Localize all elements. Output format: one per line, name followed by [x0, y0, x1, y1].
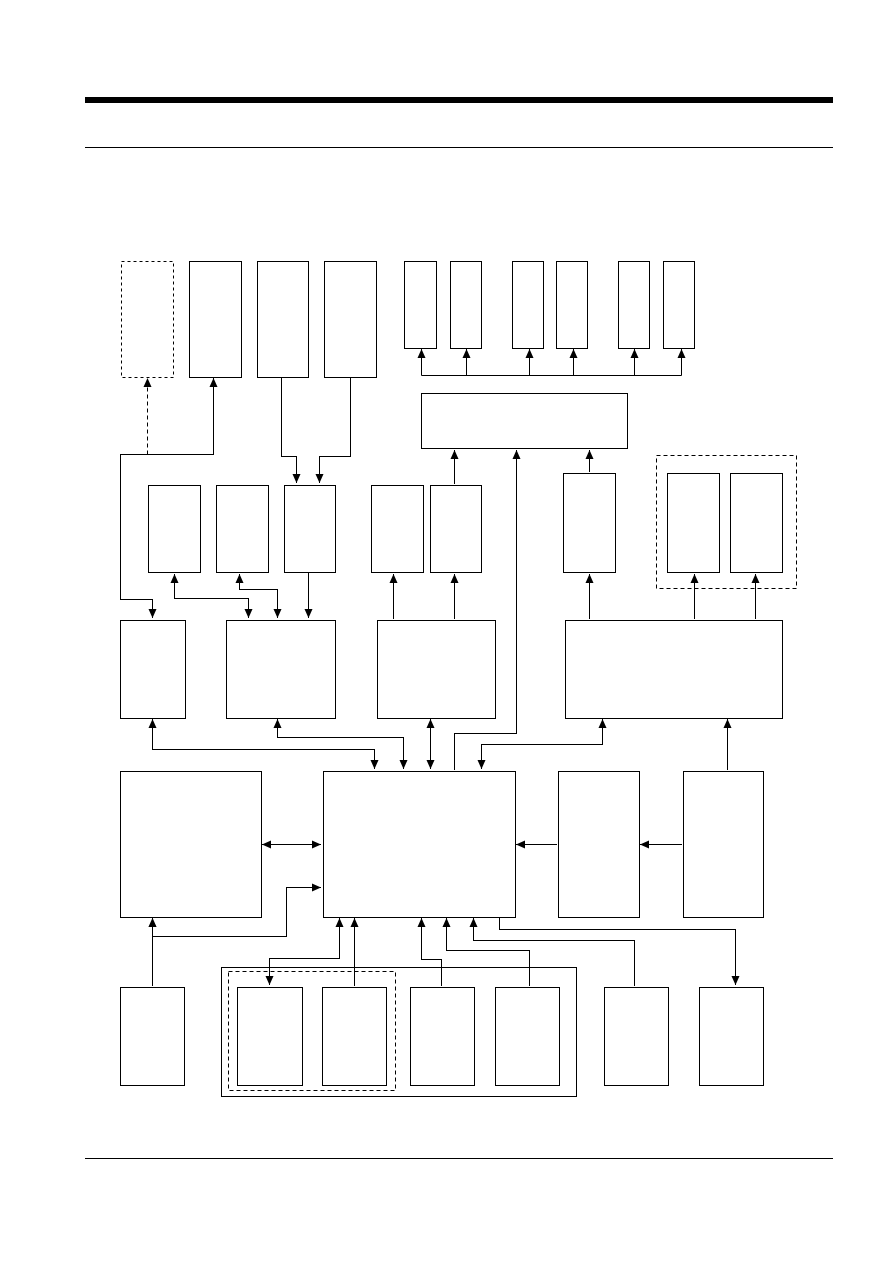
arrow-bottom6-to-main	[469, 918, 635, 986]
block-top-small-2	[450, 261, 482, 349]
block-top-module-3	[324, 261, 377, 378]
block-top-small-3	[512, 261, 544, 349]
block-bus-driver	[421, 393, 628, 449]
block-mid-7	[667, 473, 720, 573]
panel-assembly	[221, 967, 577, 1097]
block-mid-3	[284, 485, 336, 573]
block-top-small-1	[404, 261, 437, 349]
arrow-main-to-bottom7	[499, 917, 740, 985]
block-interface-1	[558, 771, 640, 918]
block-top-small-4	[556, 261, 588, 349]
connector-ctrl1-branch	[120, 454, 153, 618]
optional-output-group	[656, 455, 797, 589]
block-mid-2	[216, 485, 269, 573]
block-mid-5	[430, 485, 482, 573]
block-top-small-5	[618, 261, 650, 349]
connector-mid1-ctrl2	[170, 574, 253, 618]
header-thin-rule	[85, 147, 833, 148]
block-bottom-3	[322, 987, 387, 1086]
arrow-top3-to-mid3	[315, 378, 351, 483]
arrow-to-top-module-1	[147, 378, 218, 455]
block-ctrl-2	[226, 620, 336, 719]
block-bottom-6	[604, 987, 669, 1086]
block-top-module-1	[189, 261, 242, 378]
block-ctrl-1	[120, 620, 186, 719]
panel-subassembly	[228, 971, 396, 1091]
block-bottom-7	[699, 987, 764, 1086]
arrow-top2-to-mid3	[281, 378, 301, 483]
block-mid-4	[371, 485, 424, 573]
arrow-bottom5-to-main	[442, 918, 530, 986]
block-main-processor	[323, 771, 516, 918]
block-mid-1	[148, 485, 201, 573]
block-ctrl-4	[565, 620, 783, 719]
block-memory	[120, 771, 262, 918]
footer-rule	[85, 1158, 833, 1159]
block-top-small-6	[663, 261, 695, 349]
block-bottom-2	[237, 987, 303, 1086]
block-mid-6	[563, 473, 616, 573]
block-interface-2	[683, 771, 764, 918]
block-mid-8	[730, 473, 783, 573]
block-top-dashed-module	[121, 261, 174, 378]
arrow-bottom4-to-main	[417, 918, 442, 986]
block-bottom-5	[495, 987, 560, 1086]
arrow-main-to-bottom2	[265, 918, 344, 985]
block-top-module-2	[257, 261, 309, 378]
block-ctrl-3	[377, 620, 496, 719]
connector-main-ctrl1	[148, 719, 379, 769]
connector-main-ctrl4	[477, 719, 607, 769]
header-thick-rule	[85, 97, 833, 103]
block-bottom-1	[120, 987, 185, 1086]
block-bottom-4	[410, 987, 475, 1086]
connector-mid2-ctrl2	[235, 574, 282, 618]
arrow-ctrl2-to-main	[273, 719, 408, 769]
